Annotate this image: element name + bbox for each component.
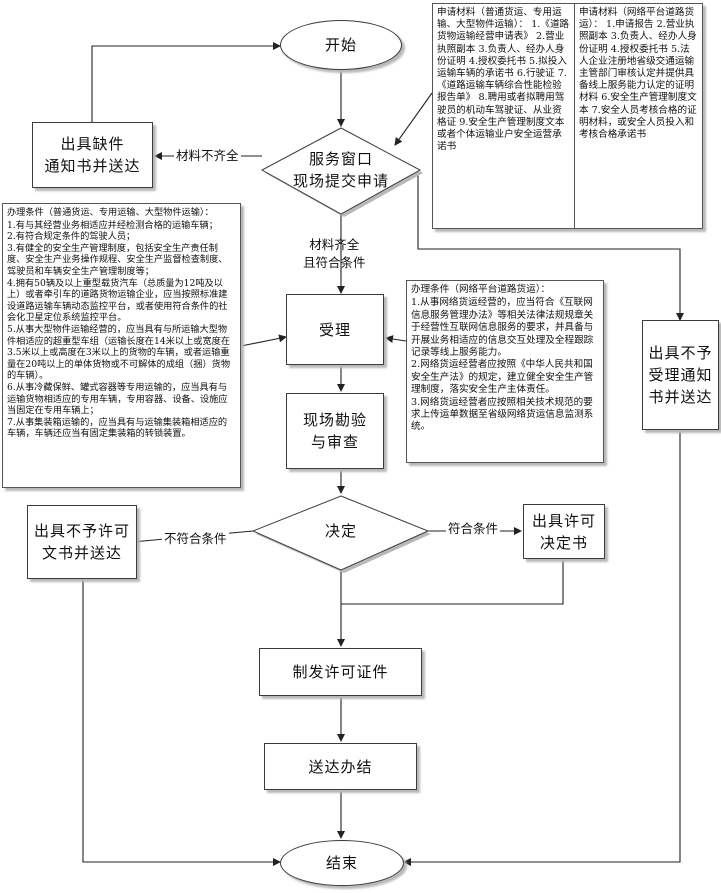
qualified-label: 符合条件 [446, 521, 501, 537]
materials-general-item: 5.拟投入运输车辆的承诺书 [437, 55, 567, 80]
missing-notice-line1: 出具缺件 [60, 135, 125, 153]
materials-general-item: 6.行驶证 [516, 68, 555, 80]
connector-deny-end [82, 579, 281, 866]
deliver-label: 送达办结 [308, 757, 373, 776]
submit-line1: 服务窗口 [308, 150, 373, 168]
grant-line1: 出具许可 [531, 511, 596, 530]
connector-reject-end [403, 430, 681, 866]
materials-general-item: 3.负责人、经办人身份证明 [437, 43, 565, 67]
reject-line1: 出具不予 [648, 344, 713, 362]
connector-cond-general-note [240, 334, 287, 347]
materials-network-item: 7.安全人员考核合格的证明材料，或安全人员投入和考核合格承诺书 [578, 104, 697, 141]
inspect-box: 现场勘验 与审查 [286, 393, 384, 469]
inspect-line2: 与审查 [310, 433, 359, 451]
start-terminal: 开始 [280, 20, 402, 70]
deny-permit-box: 出具不予许可 文书并送达 [27, 505, 137, 579]
not-qualified-label: 不符合条件 [162, 531, 229, 547]
conditions-general-item: 3.有健全的安全生产管理制度，包括安全生产责任制度、安全生产业务操作规程、安全生… [7, 242, 228, 277]
end-terminal: 结束 [280, 840, 404, 886]
conditions-general-item: 1.有与其经营业务相适应并经检测合格的运输车辆； [7, 219, 218, 231]
conditions-general-item: 2.有符合规定条件的驾驶人员； [7, 231, 136, 243]
conditions-network-item: 1.从事网络货运经营的，应当符合《互联网信息服务管理办法》等相关法律法规规章关于… [411, 297, 594, 359]
conditions-general-note: 办理条件（普通货运、专用运输、大型物件运输）： 1.有与其经营业务相适应并经检测… [2, 203, 241, 488]
issue-license-label: 制发许可证件 [292, 663, 389, 681]
conditions-network-title: 办理条件（网络平台道路货运）： [411, 284, 551, 295]
decision-node: 决定 [300, 518, 382, 544]
connector-materials-note [394, 92, 433, 146]
decision-label: 决定 [324, 522, 357, 540]
connector-missing-start [91, 42, 281, 122]
reject-line3: 书并送达 [648, 388, 713, 406]
end-label: 结束 [325, 854, 358, 872]
materials-network-item: 4.授权委托书 [610, 43, 668, 55]
grant-line2: 决定书 [539, 533, 588, 552]
conditions-general-item: 6.从事冷藏保鲜、罐式容器等专用运输的，应当具有与运输货物相适应的专用车辆，专用… [7, 381, 228, 417]
conditions-network-note: 办理条件（网络平台道路货运）： 1.从事网络货运经营的，应当符合《互联网信息服务… [406, 280, 604, 463]
conditions-general-item: 5.从事大型物件运输经营的，应当具有与所运输大型物件相适应的超重型车组（运输长度… [7, 323, 231, 382]
missing-notice-box: 出具缺件 通知书并送达 [32, 122, 153, 188]
conditions-general-item: 4.拥有50辆及以上重型载货汽车（总质量为12吨及以上）或者牵引车的道路货物运输… [7, 277, 228, 324]
reject-line2: 受理通知 [648, 366, 713, 384]
materials-complete-line1: 材料齐全 [309, 237, 360, 252]
inspect-line1: 现场勘验 [302, 411, 367, 429]
conditions-network-item: 3.网络货运经营者应按照相关技术规范的要求上传运单数据至省级网络货运信息监测系统… [411, 396, 594, 433]
materials-network-item: 1.申请报告 [605, 19, 654, 31]
start-label: 开始 [324, 36, 357, 54]
materials-general-item: 4.授权委托书 [468, 55, 526, 67]
issue-license-box: 制发许可证件 [259, 648, 422, 696]
materials-incomplete-label: 材料不齐全 [174, 148, 241, 164]
conditions-general-title: 办理条件（普通货运、专用运输、大型物件运输）： [7, 207, 214, 218]
materials-network-item: 2.营业执照副本 [578, 19, 695, 43]
materials-general-item: 7.《道路运输车辆综合性能检验报告单》 [437, 68, 567, 104]
materials-network-item: 6.安全生产管理制度文本 [578, 92, 697, 116]
reject-acceptance-box: 出具不予 受理通知 书并送达 [642, 320, 719, 430]
materials-general-column: 申请材料（普通货运、专用运输、大型物件运输）： 1.《道路货物运输经营申请表》 … [433, 4, 574, 228]
conditions-general-item: 7.从事集装箱运输的，应当具有与运输集装箱相适应的车辆，车辆还应当有固定集装箱的… [7, 416, 228, 440]
materials-network-title: 申请材料（网络平台道路货运）： [578, 7, 695, 31]
deny-line2: 文书并送达 [41, 544, 122, 562]
missing-notice-line2: 通知书并送达 [44, 157, 141, 175]
materials-network-column: 申请材料（网络平台道路货运）： 1.申请报告 2.营业执照副本 3.负责人、经办… [573, 4, 702, 228]
materials-general-item: 8.聘用或者拟聘用驾驶员的机动车驾驶证、从业资格证 [437, 92, 565, 128]
materials-general-title: 申请材料（普通货运、专用运输、大型物件运输）： [437, 7, 562, 31]
materials-network-item: 5.法人企业注册地省级交通运输主管部门审核认定并提供具备线上服务能力认定的证明材… [578, 43, 695, 104]
conditions-network-item: 2.网络货运经营者应按照《中华人民共和国安全生产法》的规定，建立健全安全生产管理… [411, 359, 594, 396]
materials-general-item: 2.营业执照副本 [437, 31, 565, 55]
materials-network-item: 3.负责人、经办人身份证明 [578, 31, 697, 55]
submit-application-node: 服务窗口 现场提交申请 [282, 146, 400, 194]
deny-line1: 出具不予许可 [33, 522, 130, 540]
grant-permit-box: 出具许可 决定书 [523, 504, 605, 559]
accept-label: 受理 [318, 320, 351, 339]
accept-box: 受理 [286, 294, 384, 365]
materials-complete-label: 材料齐全 且符合条件 [303, 236, 366, 272]
application-materials-note: 申请材料（普通货运、专用运输、大型物件运输）： 1.《道路货物运输经营申请表》 … [432, 3, 703, 229]
deliver-box: 送达办结 [264, 743, 417, 790]
materials-general-item: 1.《道路货物运输经营申请表》 [437, 19, 570, 43]
materials-complete-line2: 且符合条件 [303, 255, 366, 270]
connector-cond-network-note [385, 335, 407, 343]
submit-line2: 现场提交申请 [292, 172, 389, 190]
materials-general-item: 9.安全生产管理制度文本或者个体运输业户安全运营承诺书 [437, 116, 565, 153]
connector-grant-issue [337, 559, 564, 647]
